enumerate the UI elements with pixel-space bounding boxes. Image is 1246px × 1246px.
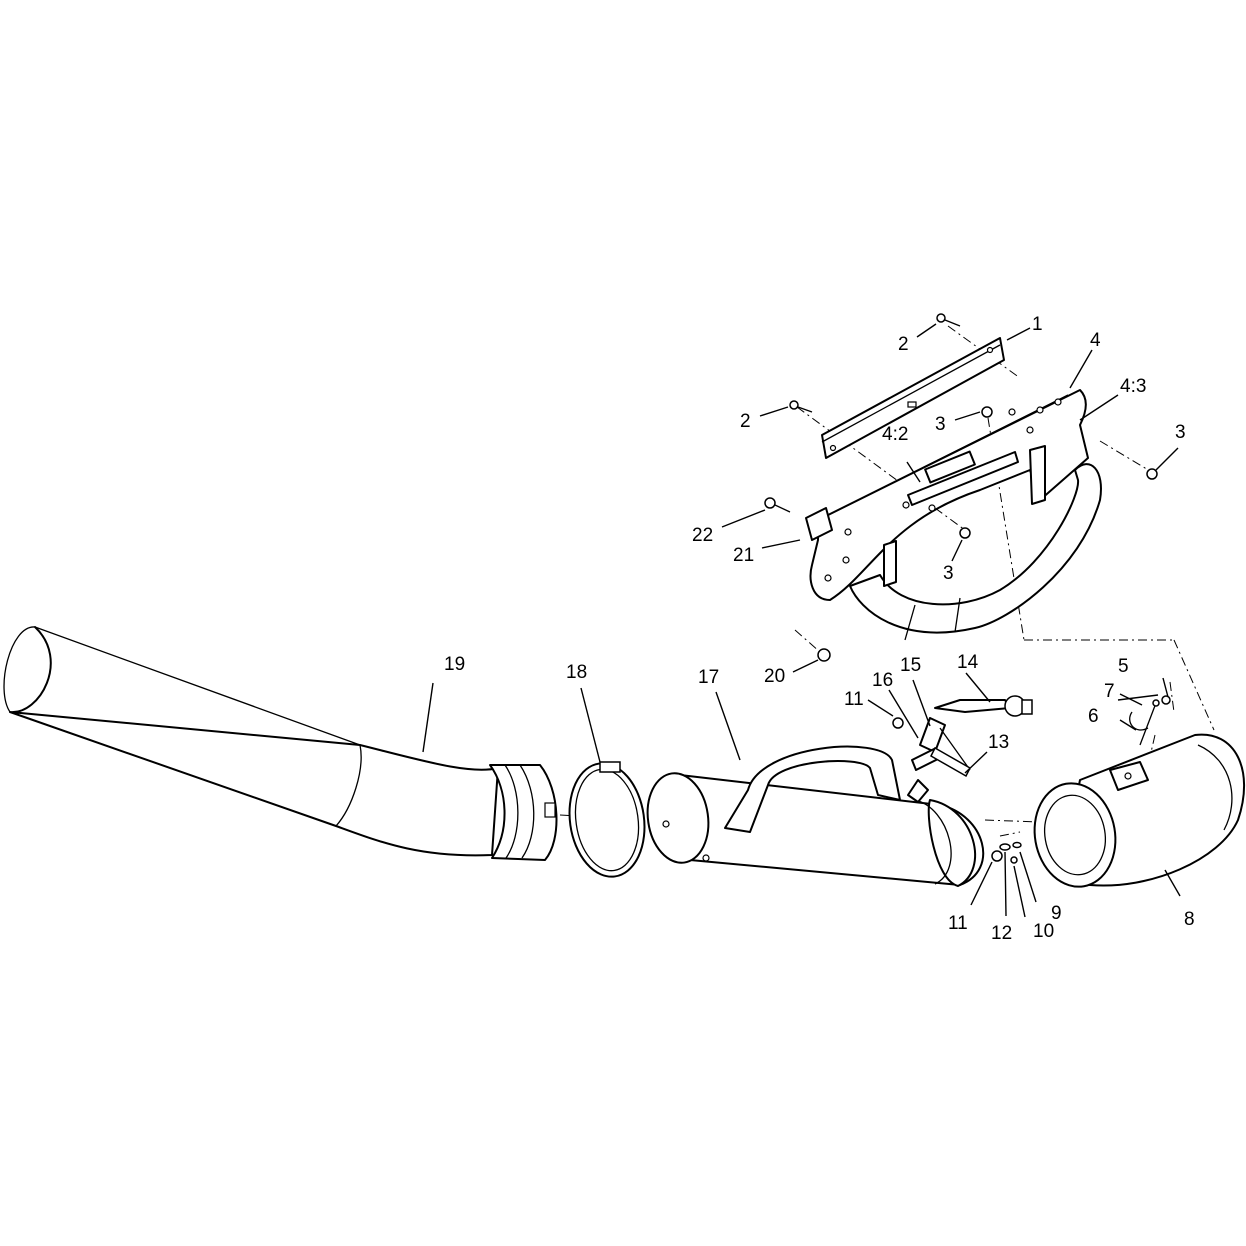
pin-13: [930, 746, 971, 778]
callout-7: 7: [1104, 681, 1115, 702]
callout-4-2: 4:2: [882, 424, 908, 445]
washer-9: [1012, 841, 1022, 849]
callout-1: 1: [1032, 314, 1043, 335]
washer-12: [999, 843, 1011, 851]
callout-9: 9: [1051, 903, 1062, 924]
callout-17: 17: [698, 667, 719, 688]
blower-tube: [646, 745, 985, 887]
nut-11b: [991, 850, 1003, 862]
nut-3c: [959, 527, 971, 539]
callout-2a: 2: [898, 334, 909, 355]
callout-12: 12: [991, 923, 1012, 944]
callout-11b: 11: [948, 913, 968, 934]
callout-2b: 2: [740, 411, 751, 432]
callout-8: 8: [1184, 909, 1195, 930]
callout-16: 16: [872, 670, 893, 691]
callout-6: 6: [1088, 706, 1099, 727]
discharge-tube: [3, 626, 558, 861]
clip-6: [1129, 711, 1149, 731]
throttle-linkage: [911, 695, 1033, 771]
nut-3a: [981, 406, 993, 418]
nut-20: [817, 648, 831, 662]
fasteners: [764, 313, 1171, 864]
nut-11a: [892, 717, 904, 729]
callout-4-3: 4:3: [1120, 376, 1146, 397]
callout-15: 15: [900, 655, 921, 676]
callout-3c: 3: [943, 563, 954, 584]
bolt-2b: [789, 400, 813, 413]
callout-11a: 11: [844, 689, 864, 710]
bolt-7: [1139, 699, 1160, 746]
bolt-22: [764, 497, 791, 513]
mounting-frame: TORO: [809, 389, 1102, 641]
screw-5: [1161, 695, 1171, 705]
callout-10: 10: [1033, 921, 1054, 942]
callout-3b: 3: [1175, 422, 1186, 443]
callout-4: 4: [1090, 330, 1101, 351]
bracket-plate: [821, 337, 1005, 459]
callout-22: 22: [692, 525, 713, 546]
bolt-2a: [936, 313, 961, 327]
hose-clamp: [568, 761, 646, 878]
small-bracket: [805, 507, 833, 541]
callout-14: 14: [957, 652, 979, 673]
callout-numbers: 1 2 2 3 3 3 4 4:2 4:3 5 6 7 8 9 10 11 11…: [444, 314, 1195, 944]
nozzle: [1033, 733, 1246, 888]
callout-19: 19: [444, 654, 465, 675]
leader-lines: [422, 323, 1181, 918]
nut-3b: [1146, 468, 1158, 480]
bolt-10: [1010, 856, 1018, 864]
callout-18: 18: [566, 662, 587, 683]
callout-3a: 3: [935, 414, 946, 435]
callout-5: 5: [1118, 656, 1129, 677]
callout-20: 20: [764, 666, 785, 687]
callout-21: 21: [733, 545, 754, 566]
callout-13: 13: [988, 732, 1009, 753]
